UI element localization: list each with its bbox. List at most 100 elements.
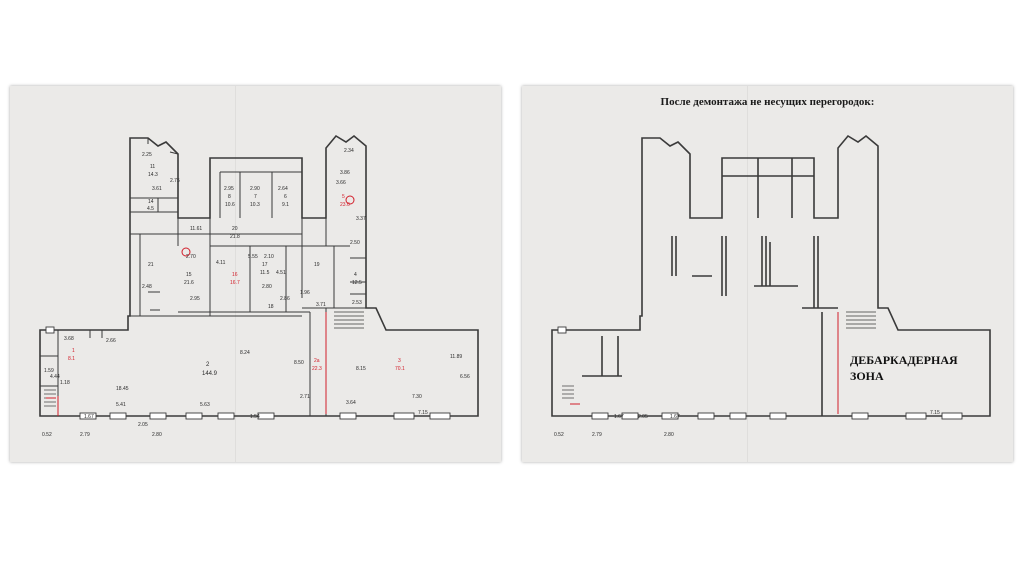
room-number: 2a [314, 358, 320, 364]
svg-text:18.45: 18.45 [116, 386, 129, 392]
room-number: 17 [262, 262, 268, 268]
svg-text:3.68: 3.68 [64, 336, 74, 342]
svg-text:3.37: 3.37 [356, 216, 366, 222]
room-area: 12.5 [352, 280, 362, 286]
svg-text:2.50: 2.50 [350, 240, 360, 246]
svg-text:2.79: 2.79 [592, 432, 602, 438]
svg-text:2.25: 2.25 [142, 152, 152, 158]
room-number: 2 [206, 362, 210, 368]
svg-text:1.18: 1.18 [60, 380, 70, 386]
windows [45, 326, 451, 420]
svg-text:8.50: 8.50 [294, 360, 304, 366]
svg-text:4.44: 4.44 [50, 374, 60, 380]
room-number: 7 [254, 194, 257, 200]
svg-text:7.15: 7.15 [930, 410, 940, 416]
svg-text:3.61: 3.61 [152, 186, 162, 192]
interior-walls [40, 171, 376, 416]
room-number: 8 [228, 194, 231, 200]
room-area: 23.0 [340, 202, 350, 208]
zone-label-line2: ЗОНА [850, 369, 884, 383]
floor-plan-original-drawing: 11 14.3 14 4.5 8 10.6 7 10.3 6 9.1 5 23.… [39, 134, 479, 438]
svg-text:4.11: 4.11 [216, 260, 226, 266]
svg-text:7.30: 7.30 [412, 394, 422, 400]
stairs [562, 311, 876, 399]
room-labels: 11 14.3 14 4.5 8 10.6 7 10.3 6 9.1 5 23.… [68, 164, 405, 377]
floor-plan-original: 11 14.3 14 4.5 8 10.6 7 10.3 6 9.1 5 23.… [10, 86, 501, 462]
svg-text:3.66: 3.66 [336, 180, 346, 186]
dimension-labels: 0.52 2.79 1.67 2.05 1.67 2.80 7.15 [554, 410, 940, 438]
room-area: 9.1 [282, 202, 289, 208]
room-number: 6 [284, 194, 287, 200]
room-number: 16 [232, 272, 238, 278]
red-marks [46, 312, 327, 416]
svg-text:2.70: 2.70 [186, 254, 196, 260]
svg-text:2.53: 2.53 [352, 300, 362, 306]
bearing-wall-segments [582, 158, 838, 416]
stairs [44, 311, 364, 407]
svg-text:2.95: 2.95 [224, 186, 234, 192]
room-area: 21.8 [230, 234, 240, 240]
dimension-labels: 2.25 2.75 3.61 2.95 2.90 2.64 3.66 2.34 … [42, 148, 470, 438]
floor-plan-after-demolition: После демонтажа не несущих перегородок: [522, 86, 1013, 462]
room-area: 14.3 [148, 172, 158, 178]
svg-text:0.52: 0.52 [42, 432, 52, 438]
svg-text:5.41: 5.41 [116, 402, 126, 408]
svg-text:2.75: 2.75 [170, 178, 180, 184]
svg-text:1.67: 1.67 [84, 414, 94, 420]
svg-text:2.66: 2.66 [106, 338, 116, 344]
room-number: 11 [150, 164, 155, 170]
svg-text:11.61: 11.61 [190, 226, 202, 232]
windows [557, 326, 963, 420]
svg-text:2.86: 2.86 [280, 296, 290, 302]
room-number: 14 [148, 199, 154, 205]
svg-text:2.90: 2.90 [250, 186, 260, 192]
svg-text:2.71: 2.71 [300, 394, 310, 400]
svg-text:2.80: 2.80 [664, 432, 674, 438]
svg-text:1.67: 1.67 [670, 414, 680, 420]
svg-text:1.96: 1.96 [300, 290, 310, 296]
svg-text:2.34: 2.34 [344, 148, 354, 154]
room-area: 16.7 [230, 280, 240, 286]
svg-text:2.05: 2.05 [638, 414, 648, 420]
room-area: 10.3 [250, 202, 260, 208]
svg-text:6.56: 6.56 [460, 374, 470, 380]
paper-fold [747, 86, 748, 462]
svg-text:3.71: 3.71 [316, 302, 326, 308]
svg-text:2.80: 2.80 [262, 284, 272, 290]
room-area: 144.9 [202, 371, 218, 377]
svg-text:2.64: 2.64 [278, 186, 288, 192]
room-number: 21 [148, 262, 154, 268]
room-number: 1 [72, 348, 75, 354]
room-number: 5 [342, 194, 345, 200]
zone-label: ДЕБАРКАДЕРНАЯ ЗОНА [850, 352, 958, 384]
svg-text:8.24: 8.24 [240, 350, 250, 356]
svg-text:2.80: 2.80 [152, 432, 162, 438]
room-number: 18 [268, 304, 274, 310]
svg-text:5.55: 5.55 [248, 254, 258, 260]
svg-text:1.54: 1.54 [250, 414, 260, 420]
room-number: 15 [186, 272, 192, 278]
svg-text:2.05: 2.05 [138, 422, 148, 428]
paper-fold [235, 86, 236, 462]
svg-text:1.67: 1.67 [614, 414, 624, 420]
svg-text:3.64: 3.64 [346, 400, 356, 406]
room-area: 21.6 [184, 280, 194, 286]
svg-text:5.63: 5.63 [200, 402, 210, 408]
floor-plan-after-drawing: 0.52 2.79 1.67 2.05 1.67 2.80 7.15 [551, 134, 991, 438]
room-area: 70.1 [395, 366, 405, 372]
plan-heading: После демонтажа не несущих перегородок: [660, 96, 875, 108]
room-number: 20 [232, 226, 238, 232]
svg-text:7.15: 7.15 [418, 410, 428, 416]
svg-text:8.15: 8.15 [356, 366, 366, 372]
room-area: 8.1 [68, 356, 75, 362]
room-area: 11.5 [260, 270, 270, 276]
svg-text:4.51: 4.51 [276, 270, 286, 276]
svg-text:2.79: 2.79 [80, 432, 90, 438]
svg-text:2.48: 2.48 [142, 284, 152, 290]
svg-text:1.59: 1.59 [44, 368, 54, 374]
zone-label-line1: ДЕБАРКАДЕРНАЯ [850, 353, 958, 367]
outer-wall [39, 134, 479, 417]
svg-text:2.10: 2.10 [264, 254, 274, 260]
outer-wall [551, 134, 991, 417]
room-area: 4.5 [147, 206, 154, 212]
